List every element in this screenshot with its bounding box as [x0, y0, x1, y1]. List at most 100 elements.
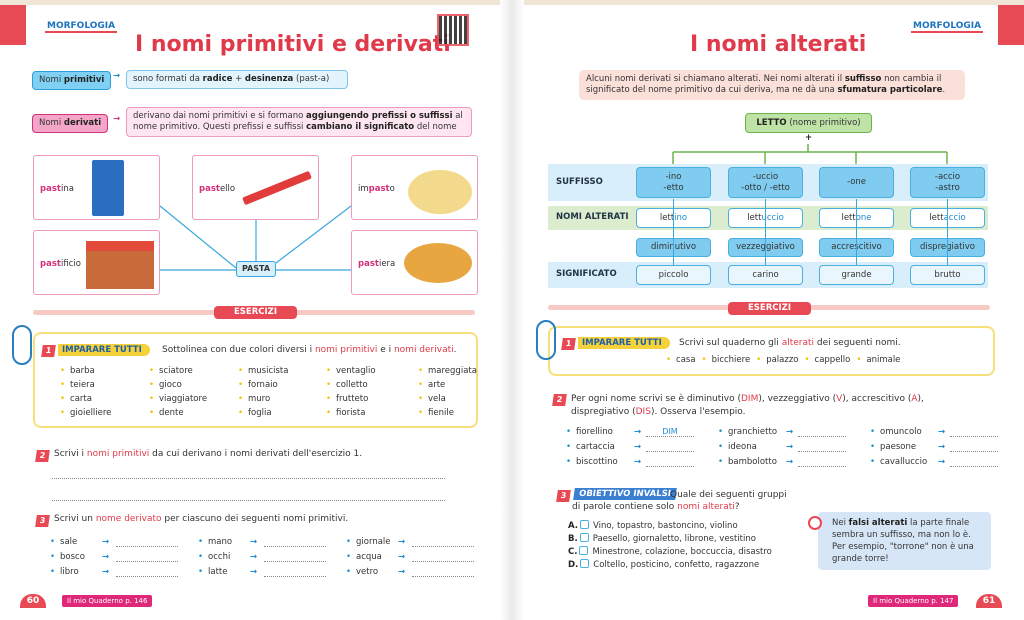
arrow-icon: →	[938, 427, 946, 437]
exercise-3-instruction-2: di parole contiene solo nomi alterati?	[572, 502, 740, 512]
book-gutter	[500, 0, 524, 620]
option-row[interactable]: D. Coltello, posticino, confetto, ragazzo…	[568, 559, 772, 572]
paperclip-icon	[12, 325, 32, 365]
answer-field[interactable]	[116, 568, 178, 577]
exercise-1-words: casabicchierepalazzocappelloanimale	[666, 355, 900, 365]
answer-field[interactable]	[646, 458, 694, 467]
option-checkbox[interactable]	[579, 546, 589, 555]
option-checkbox[interactable]	[579, 520, 589, 529]
answer-field[interactable]	[264, 568, 326, 577]
pencil-icon	[242, 170, 312, 206]
primitivi-label: Nomi primitivi	[32, 71, 112, 90]
meaning-cell: brutto	[910, 265, 985, 285]
arrow-icon: →	[102, 567, 110, 577]
diagram-card-pastiera: pastiera	[351, 230, 478, 295]
answer-row: vetro→	[346, 567, 490, 577]
word-item[interactable]: vela	[418, 394, 488, 404]
tree-connectors	[672, 144, 948, 165]
option-letter: D.	[568, 560, 579, 570]
connector-arrow	[856, 199, 857, 265]
quaderno-link[interactable]: Il mio Quaderno p. 147	[868, 595, 959, 607]
word-item[interactable]: frutteto	[326, 394, 418, 404]
word-item[interactable]: muro	[238, 394, 326, 404]
answer-line[interactable]	[52, 470, 445, 479]
word-item: occhi	[198, 552, 250, 562]
answer-field[interactable]	[412, 568, 474, 577]
qr-code-icon[interactable]	[437, 14, 469, 46]
option-row[interactable]: A.Vino, topastro, bastoncino, violino	[568, 520, 772, 533]
answer-field[interactable]	[950, 458, 998, 467]
word-item: bambolotto	[718, 457, 786, 467]
answer-field[interactable]	[264, 553, 326, 562]
word-item[interactable]: colletto	[326, 380, 418, 390]
suffix-cell: -accio-astro	[910, 167, 985, 198]
word-item: biscottino	[566, 457, 634, 467]
answer-field[interactable]	[412, 538, 474, 547]
primitivi-definition: sono formati da radice + desinenza (past…	[126, 70, 348, 89]
word-item[interactable]: fornaio	[238, 380, 326, 390]
dough-icon	[408, 170, 472, 214]
option-text: Coltello, posticino, confetto, ragazzone	[593, 560, 760, 570]
word-item: sale	[50, 537, 102, 547]
altered-noun: lettino	[660, 213, 687, 224]
word-item[interactable]: fienile	[418, 408, 488, 418]
word-item[interactable]: carta	[60, 394, 149, 404]
esercizi-heading: ESERCIZI	[728, 302, 811, 315]
word-item[interactable]: sciatore	[149, 366, 238, 376]
word-item[interactable]: arte	[418, 380, 488, 390]
answer-field[interactable]	[116, 538, 178, 547]
word-item[interactable]: dente	[149, 408, 238, 418]
word-item[interactable]: ventaglio	[326, 366, 418, 376]
answer-field[interactable]: DIM	[646, 428, 694, 437]
option-letter: C.	[568, 547, 578, 557]
answer-field[interactable]	[950, 428, 998, 437]
diagram-card-pastello: pastello	[192, 155, 319, 220]
word-item: animale	[856, 355, 900, 365]
word-item[interactable]: barba	[60, 366, 149, 376]
answer-field[interactable]	[264, 538, 326, 547]
answer-row: ideona→	[718, 442, 870, 452]
answer-field[interactable]	[798, 428, 846, 437]
word-item[interactable]: mareggiata	[418, 366, 488, 376]
word-item[interactable]: foglia	[238, 408, 326, 418]
answer-row: mano→	[198, 537, 346, 547]
diagram-connectors	[159, 205, 352, 271]
meaning-cell: carino	[728, 265, 803, 285]
word-item[interactable]: viaggiatore	[149, 394, 238, 404]
answer-row: bambolotto→	[718, 457, 870, 467]
word-item[interactable]: gioielliere	[60, 408, 149, 418]
answer-field[interactable]	[950, 443, 998, 452]
word-item[interactable]: gioco	[149, 380, 238, 390]
exercise-1-words: barbasciatoremusicistaventagliomareggiat…	[60, 366, 480, 418]
quaderno-link[interactable]: Il mio Quaderno p. 146	[62, 595, 153, 607]
option-row[interactable]: B.Paesello, giornaletto, librone, vestit…	[568, 533, 772, 546]
option-checkbox[interactable]	[579, 533, 589, 542]
word-item[interactable]: fiorista	[326, 408, 418, 418]
page-number: 61	[976, 594, 1002, 608]
derivati-definition: derivano dai nomi primitivi e si formano…	[126, 107, 472, 137]
word-item: cappello	[805, 355, 851, 365]
answer-field[interactable]	[798, 443, 846, 452]
answer-field[interactable]	[412, 553, 474, 562]
magnifier-icon	[808, 516, 822, 530]
connector-arrow	[947, 199, 948, 265]
exercise-2-instruction: Scrivi i nomi primitivi da cui derivano …	[54, 449, 363, 459]
word: pastificio	[40, 259, 81, 269]
altered-noun: lettuccio	[747, 213, 784, 224]
answer-field[interactable]	[116, 553, 178, 562]
diagram-card-pastina: pastina	[33, 155, 160, 220]
word-item[interactable]: musicista	[238, 366, 326, 376]
exercise-3-words: sale→mano→giornale→bosco→occhi→acqua→lib…	[50, 537, 490, 577]
option-checkbox[interactable]	[580, 559, 590, 568]
word-item: mano	[198, 537, 250, 547]
word: pastina	[40, 184, 74, 194]
answer-line[interactable]	[52, 492, 445, 501]
word-suffix: uccio	[761, 212, 784, 223]
answer-field[interactable]	[646, 443, 694, 452]
option-row[interactable]: C.Minestrone, colazione, boccuccia, disa…	[568, 546, 772, 559]
word-item[interactable]: teiera	[60, 380, 149, 390]
exercise-1-instruction: Sottolinea con due colori diversi i nomi…	[162, 345, 457, 355]
answer-field[interactable]	[798, 458, 846, 467]
word-item: giornale	[346, 537, 398, 547]
derivati-label: Nomi derivati	[32, 114, 109, 133]
